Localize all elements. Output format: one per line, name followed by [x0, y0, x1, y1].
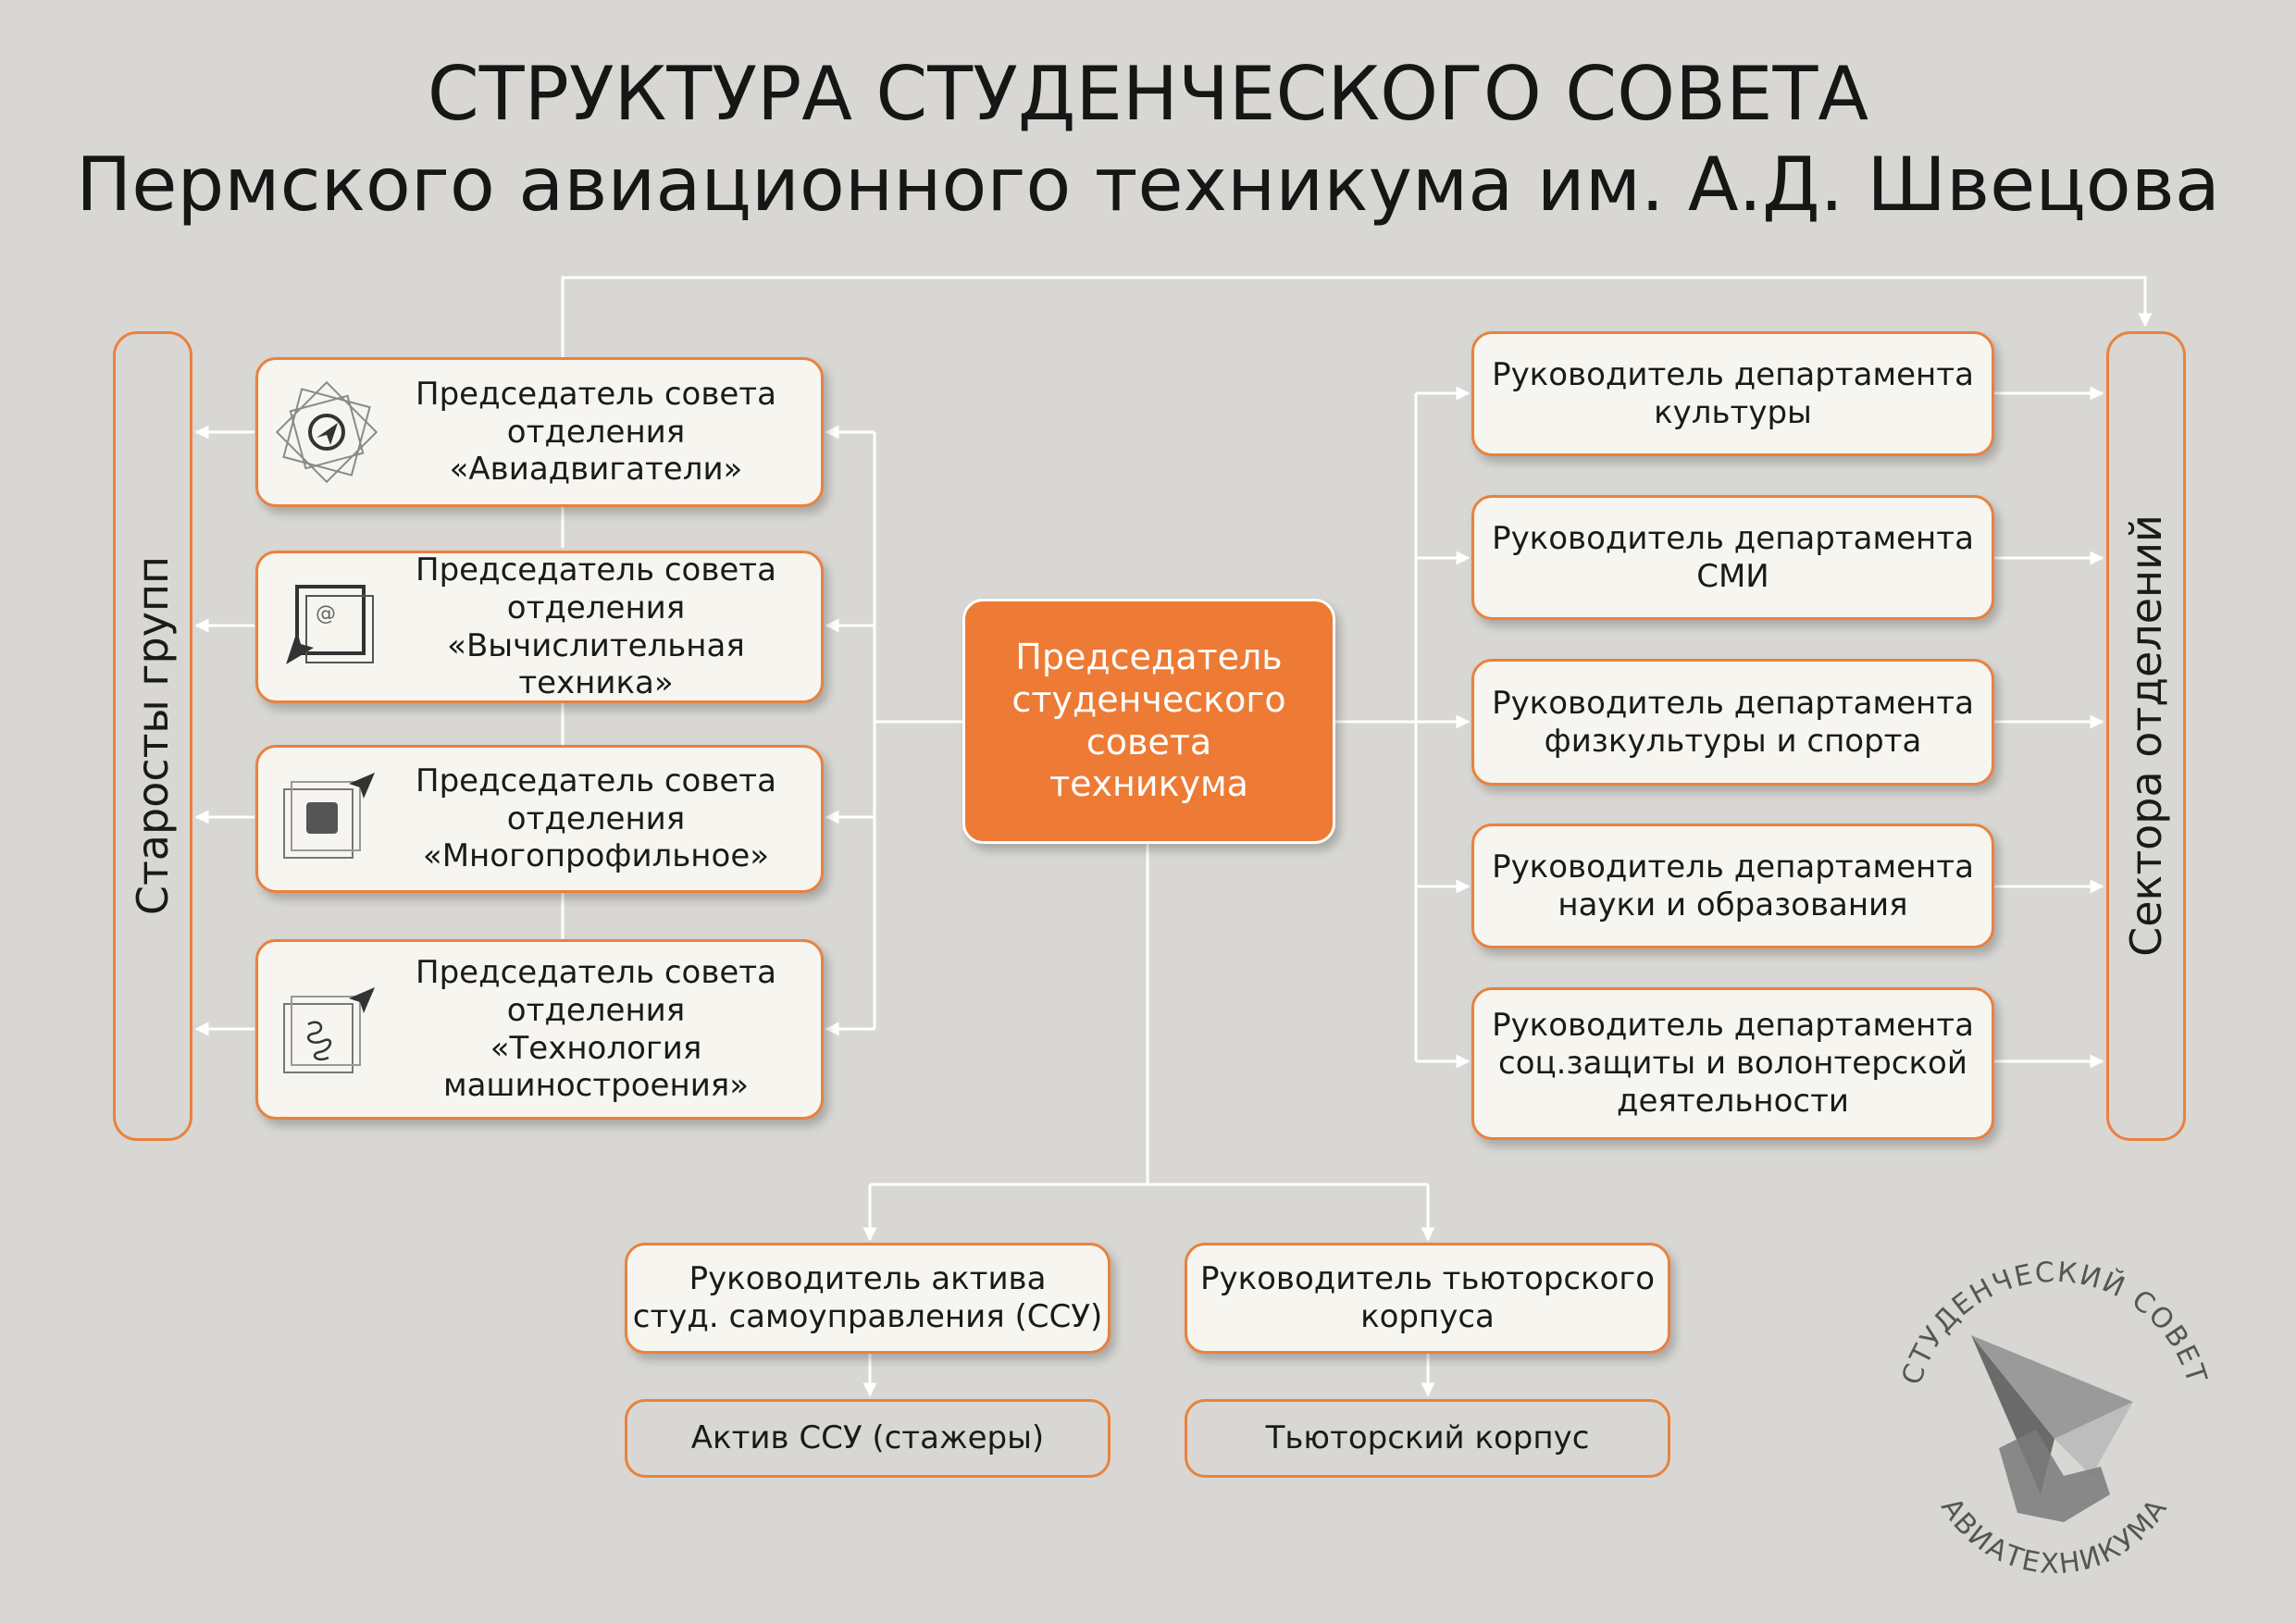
page-title-line-1: СТРУКТУРА СТУДЕНЧЕСКОГО СОВЕТА [427, 51, 1869, 137]
tutor-head-box: Руководитель тьюторского корпуса [1185, 1243, 1670, 1354]
center-chairman-box: Председатель студенческого совета техник… [962, 599, 1335, 844]
left-bar-starosty [113, 331, 192, 1141]
chair-label-4: Председатель совета отделения «Технологи… [416, 953, 776, 1105]
computer-at-icon: @ [286, 584, 374, 664]
dept-box-nauka: Руководитель департамента науки и образо… [1471, 824, 1994, 948]
center-chairman-label: Председатель студенческого совета техник… [1011, 637, 1286, 805]
svg-text:@: @ [316, 602, 336, 626]
dept-label-2: Руководитель департамента СМИ [1492, 519, 1974, 595]
chair-box-aviadvigateli: Председатель совета отделения «Авиадвига… [255, 357, 824, 507]
tutor-group-box: Тьюторский корпус [1185, 1399, 1670, 1478]
page-title-line-2: Пермского авиационного техникума им. А.Д… [76, 142, 2220, 228]
dept-label-3: Руководитель департамента физкультуры и … [1492, 684, 1974, 760]
right-bar-sectors [2106, 331, 2186, 1141]
dept-box-smi: Руководитель департамента СМИ [1471, 495, 1994, 620]
chair-label-2: Председатель совета отделения «Вычислите… [416, 551, 776, 702]
chair-box-tekhnologiya: Председатель совета отделения «Технологи… [255, 939, 824, 1120]
chair-box-vychislitelnaya: @ Председатель совета отделения «Вычисли… [255, 551, 824, 703]
chair-box-mnogoprofilnoe: Председатель совета отделения «Многопроф… [255, 745, 824, 893]
multiprofile-square-icon [283, 773, 375, 859]
chair-label-1: Председатель совета отделения «Авиадвига… [416, 375, 776, 489]
right-bar-label: Сектора отделений [2121, 514, 2171, 957]
student-council-logo: СТУДЕНЧЕСКИЙ СОВЕТ АВИАТЕХНИКУМА [1895, 1257, 2213, 1581]
dept-label-4: Руководитель департамента науки и образо… [1492, 848, 1974, 923]
ssu-group-label: Актив ССУ (стажеры) [690, 1419, 1045, 1457]
dept-box-kultura: Руководитель департамента культуры [1471, 331, 1994, 456]
svg-text:СТУДЕНЧЕСКИЙ СОВЕТ: СТУДЕНЧЕСКИЙ СОВЕТ [1895, 1257, 2213, 1389]
dept-box-sport: Руководитель департамента физкультуры и … [1471, 659, 1994, 786]
tutor-head-label: Руководитель тьюторского корпуса [1199, 1260, 1656, 1335]
dept-label-5: Руководитель департамента соц.защиты и в… [1492, 1007, 1974, 1120]
jet-engine-icon [275, 380, 379, 484]
dept-label-1: Руководитель департамента культуры [1492, 355, 1974, 431]
ssu-group-box: Актив ССУ (стажеры) [625, 1399, 1111, 1478]
spring-icon [283, 986, 375, 1073]
chair-label-3: Председатель совета отделения «Многопроф… [416, 762, 776, 875]
left-bar-label: Старосты групп [128, 555, 178, 916]
paper-plane-icon [1971, 1335, 2133, 1522]
connector-top-loop [561, 276, 2153, 363]
dept-box-soczashchita: Руководитель департамента соц.защиты и в… [1471, 987, 1994, 1140]
ssu-head-box: Руководитель актива студ. самоуправления… [625, 1243, 1111, 1354]
logo-top-text: СТУДЕНЧЕСКИЙ СОВЕТ [1895, 1257, 2211, 1389]
tutor-group-label: Тьюторский корпус [1265, 1419, 1590, 1457]
ssu-head-label: Руководитель актива студ. самоуправления… [632, 1260, 1103, 1335]
